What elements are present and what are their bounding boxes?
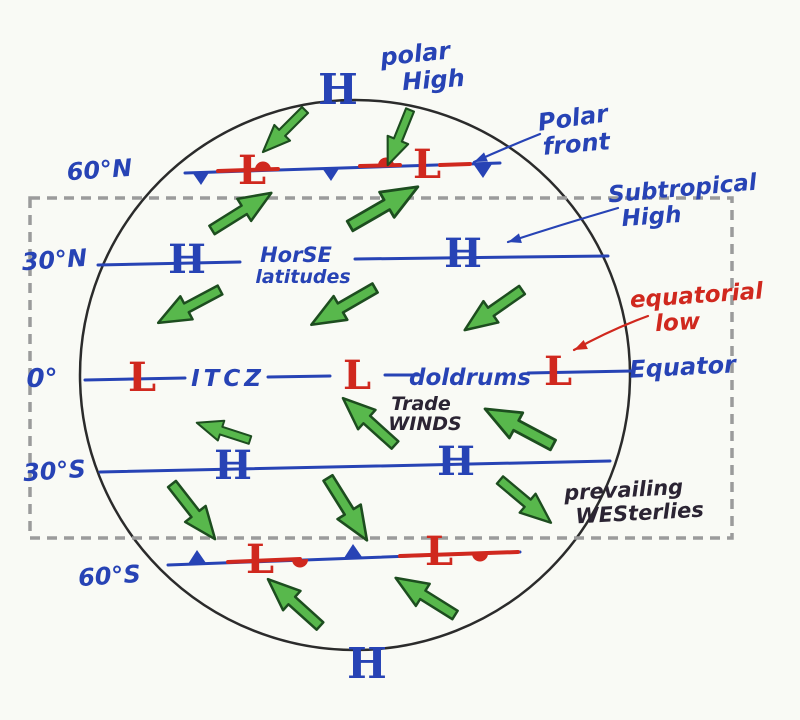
latitude-label-equator-right: Equator xyxy=(629,350,739,384)
equatorial-low-pointer-head-icon xyxy=(574,339,588,350)
low-pressure-symbol-60n-west: L xyxy=(238,147,266,194)
high-pressure-symbol-30s-east: H xyxy=(437,438,475,485)
latitude-label-60s: 60°S xyxy=(77,560,141,592)
subtropical-high-label-line1: Subtropical xyxy=(607,169,759,208)
ne-trade-winds-arrow xyxy=(150,277,228,336)
dashed-region-box xyxy=(28,196,734,540)
polar-high-label-line2: High xyxy=(401,64,465,96)
subtropical-high-label-line2: High xyxy=(621,202,683,232)
polar-front-label-line2: front xyxy=(542,127,613,161)
horse-latitudes-label-line1: HorSE xyxy=(260,243,332,267)
cold-front-triangle-icon xyxy=(188,550,206,564)
latitude-label-equator: 0° xyxy=(26,364,57,394)
se-trade-winds-arrow xyxy=(476,394,562,460)
southern-westerlies-arrow xyxy=(490,469,561,534)
ne-trade-winds-arrow xyxy=(455,278,531,343)
high-pressure-symbol-30n-east: H xyxy=(444,230,482,277)
latitude-line-equator xyxy=(83,369,634,382)
southern-westerlies-arrow xyxy=(315,469,380,549)
subtropical-high-pointer-head-icon xyxy=(508,233,522,243)
high-pressure-symbol-30s-west: H xyxy=(214,442,252,489)
equatorial-low-label-line2: low xyxy=(655,309,702,337)
latitude-line-30n xyxy=(96,254,610,267)
cold-front-triangle-icon xyxy=(474,164,492,178)
warm-front-bump-icon xyxy=(254,161,271,170)
low-pressure-symbol-equator-mid: L xyxy=(343,352,371,399)
cold-front-triangle-icon xyxy=(344,544,362,558)
high-pressure-symbol-polar-south: H xyxy=(347,639,387,688)
polar-easterlies-south-arrow xyxy=(387,565,464,628)
low-pressure-symbol-60s-west: L xyxy=(246,536,274,583)
cold-front-triangle-icon xyxy=(192,171,210,185)
low-pressure-symbol-60s-east: L xyxy=(425,528,453,575)
itcz-label: ITCZ xyxy=(191,366,265,392)
cold-front-triangle-icon xyxy=(322,167,340,181)
latitude-label-30n: 30°N xyxy=(21,244,88,276)
warm-front-bump-icon xyxy=(292,559,309,568)
trade-winds-label-line2: WINDS xyxy=(388,413,461,435)
high-pressure-symbol-polar-north: H xyxy=(318,65,358,114)
subtropical-high-pointer-arrow xyxy=(506,206,620,244)
latitude-line-30s xyxy=(98,459,612,474)
latitude-label-30s: 30°S xyxy=(22,455,86,487)
globe-circle xyxy=(78,98,632,652)
low-pressure-symbol-60n-east: L xyxy=(413,141,441,188)
warm-front-bump-icon xyxy=(472,553,489,562)
low-pressure-symbol-equator-west: L xyxy=(128,354,156,401)
horse-latitudes-label-line2: latitudes xyxy=(255,266,350,288)
polar-front-red-segments-south xyxy=(226,550,520,564)
low-pressure-symbol-equator-east: L xyxy=(544,348,572,395)
high-pressure-symbol-30n-west: H xyxy=(168,236,206,283)
doldrums-label: doldrums xyxy=(409,365,531,391)
polar-front-pointer-head-icon xyxy=(474,152,488,162)
latitude-label-60n: 60°N xyxy=(66,154,133,186)
trade-winds-label-line1: Trade xyxy=(391,393,451,415)
